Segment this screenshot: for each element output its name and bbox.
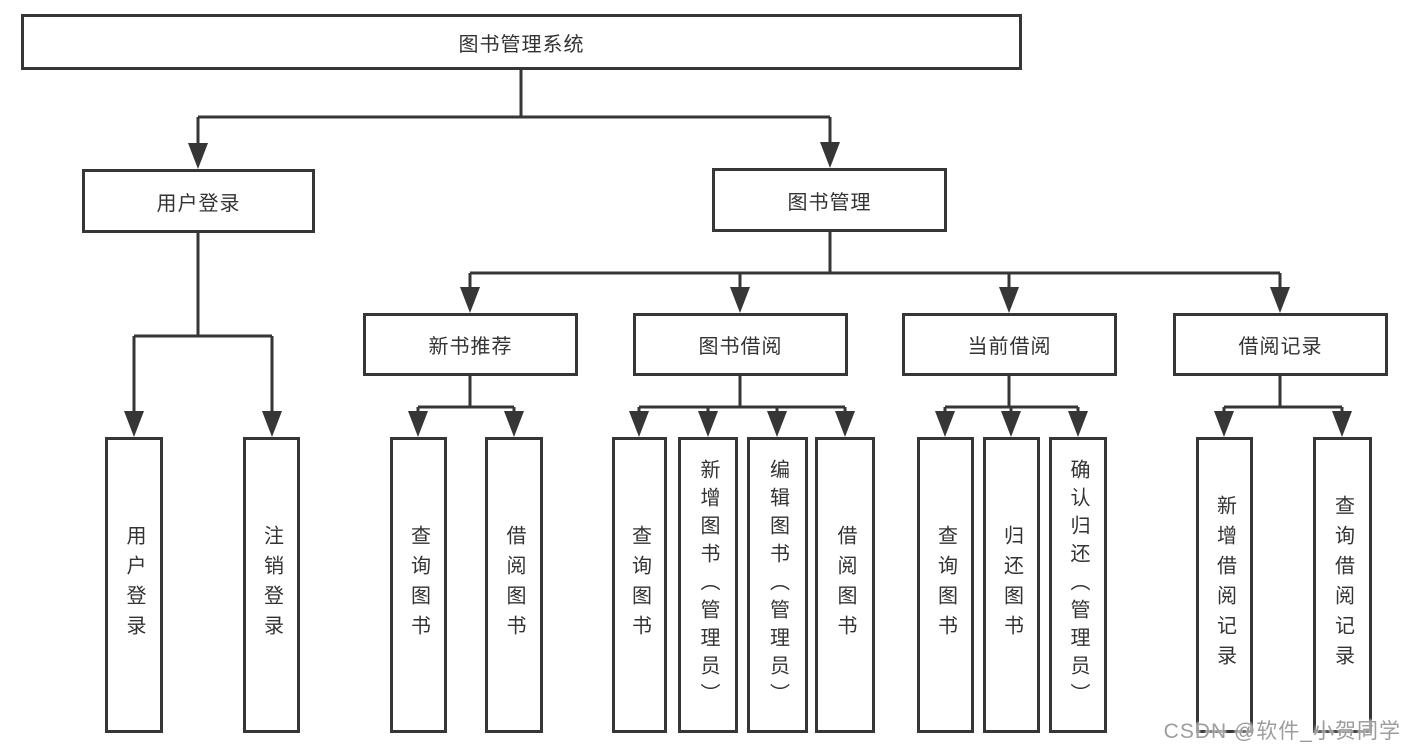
leaf-query-books-current: 查询图书 — [917, 437, 974, 733]
node-library-system: 图书管理系统 — [21, 14, 1022, 70]
node-label: 查询图书 — [628, 525, 651, 645]
leaf-add-borrow-record: 新增借阅记录 — [1196, 437, 1253, 733]
node-label: 新书推荐 — [428, 336, 513, 358]
leaf-borrow-books: 借阅图书 — [815, 437, 875, 733]
node-label: 注销登录 — [260, 525, 283, 645]
node-label: 用户登录 — [123, 525, 145, 645]
leaf-edit-books-admin: 编辑图书（管理员） — [747, 437, 808, 733]
node-label: 确认归还（管理员） — [1067, 459, 1089, 711]
node-label: 图书管理系统 — [458, 33, 585, 56]
node-label: 借阅图书 — [834, 525, 856, 645]
watermark: CSDN @软件_小贺同学 — [1163, 720, 1401, 743]
node-book-borrow: 图书借阅 — [633, 313, 848, 376]
leaf-query-books-recommend: 查询图书 — [390, 437, 447, 733]
node-label: 编辑图书（管理员） — [766, 459, 789, 711]
node-new-book-recommend: 新书推荐 — [363, 313, 578, 376]
node-label: 查询图书 — [934, 525, 957, 645]
node-current-borrow: 当前借阅 — [902, 313, 1117, 376]
leaf-return-books: 归还图书 — [983, 437, 1040, 733]
node-label: 当前借阅 — [967, 336, 1052, 358]
node-label: 借阅记录 — [1238, 336, 1323, 358]
leaf-borrow-books-recommend: 借阅图书 — [485, 437, 543, 733]
leaf-user-login: 用户登录 — [105, 437, 163, 733]
node-user-login: 用户登录 — [82, 169, 315, 233]
node-label: 新增图书（管理员） — [697, 459, 719, 711]
node-book-management: 图书管理 — [712, 168, 947, 232]
leaf-add-books-admin: 新增图书（管理员） — [678, 437, 738, 733]
leaf-logout: 注销登录 — [243, 437, 300, 733]
node-label: 图书管理 — [787, 191, 872, 214]
node-label: 归还图书 — [1000, 525, 1023, 645]
node-label: 新增借阅记录 — [1213, 495, 1236, 675]
leaf-confirm-return-admin: 确认归还（管理员） — [1049, 437, 1107, 733]
node-label: 用户登录 — [156, 192, 241, 215]
node-label: 图书借阅 — [698, 336, 783, 358]
node-label: 借阅图书 — [503, 525, 525, 645]
node-label: 查询借阅记录 — [1331, 495, 1354, 675]
leaf-query-books-borrow: 查询图书 — [612, 437, 667, 733]
node-borrow-records: 借阅记录 — [1173, 313, 1388, 376]
leaf-query-borrow-record: 查询借阅记录 — [1313, 437, 1372, 733]
node-label: 查询图书 — [407, 525, 430, 645]
